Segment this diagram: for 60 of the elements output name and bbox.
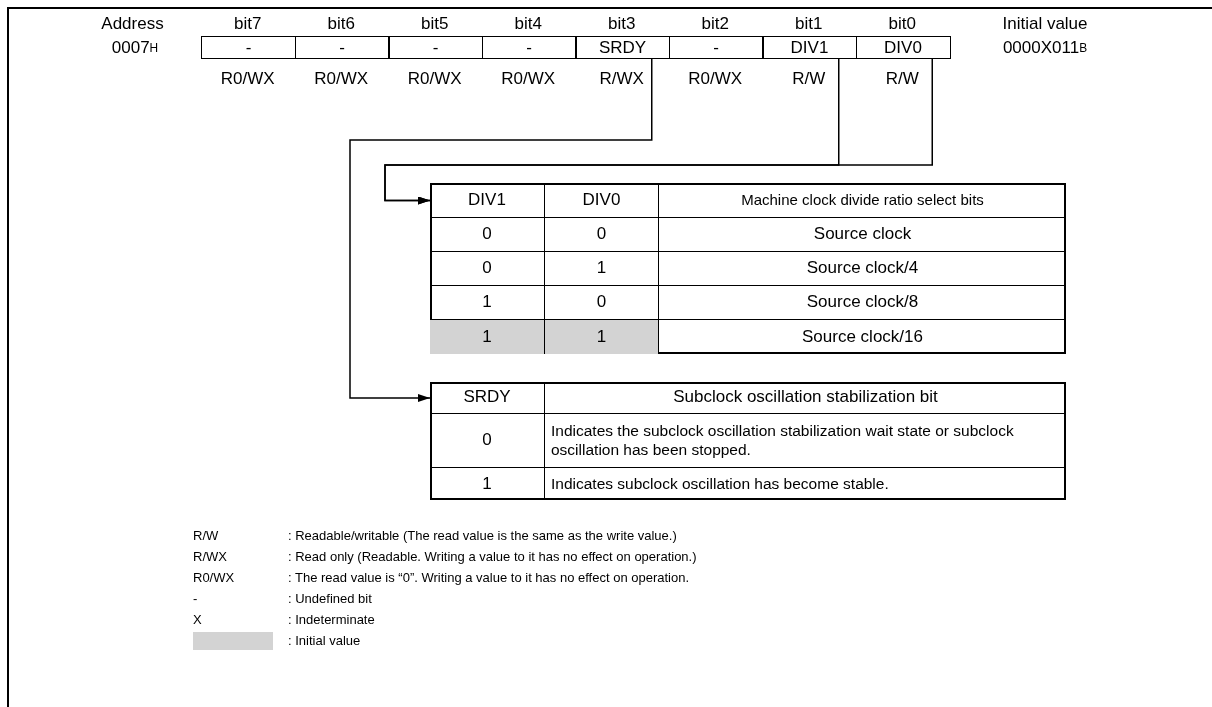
column-header: Initial value xyxy=(1001,14,1089,34)
connector-arrow xyxy=(349,58,653,402)
table xyxy=(430,382,1066,500)
register-bit-cell: DIV0 xyxy=(855,36,951,59)
key-symbol: R0/WX xyxy=(193,569,236,587)
table-cell: 1 xyxy=(430,468,545,500)
key-symbol: X xyxy=(193,611,203,629)
table-cell: Subclock oscillation stabilization bit xyxy=(545,382,1066,414)
column-header: Address xyxy=(100,14,165,34)
access-type: R/WX xyxy=(598,68,645,90)
table-cell: Source clock/8 xyxy=(659,286,1066,320)
register-bit-cell: - xyxy=(481,36,577,59)
register-bit-cell: - xyxy=(388,36,483,59)
register-bit-cell: - xyxy=(294,36,390,59)
table-cell: 0 xyxy=(430,252,545,286)
access-type: R/W xyxy=(791,68,827,90)
table-cell: 1 xyxy=(545,252,659,286)
table-cell: Indicates the subclock oscillation stabilization wait state or subclock oscillation has been stopped. xyxy=(545,414,1066,468)
key-description: : Read only (Readable. Writing a value to it has no effect on operation.) xyxy=(288,548,697,566)
column-header: bit4 xyxy=(513,14,543,34)
column-header: bit5 xyxy=(420,14,450,34)
table-cell: 0 xyxy=(430,414,545,468)
table-cell: SRDY xyxy=(430,382,545,414)
access-type: R0/WX xyxy=(500,68,557,90)
key-description: : Undefined bit xyxy=(288,590,372,608)
column-header: bit7 xyxy=(233,14,263,34)
register-bit-cell: - xyxy=(201,36,296,59)
table-cell: Machine clock divide ratio select bits xyxy=(659,183,1066,218)
table-cell: 0 xyxy=(545,218,659,252)
register-bit-cell: DIV1 xyxy=(762,36,857,59)
column-header: bit6 xyxy=(326,14,356,34)
key-description: : The read value is “0”. Writing a value to it has no effect on operation. xyxy=(288,569,690,587)
table-cell: 1 xyxy=(545,320,659,354)
column-header: bit3 xyxy=(607,14,637,34)
table-cell: DIV1 xyxy=(430,183,545,218)
key-description: : Indeterminate xyxy=(288,611,375,629)
key-symbol: R/WX xyxy=(193,548,228,566)
access-type: R/W xyxy=(884,68,920,90)
table-cell-text: Indicates subclock oscillation has become stable. xyxy=(550,473,890,494)
register-bit-cell: SRDY xyxy=(575,36,670,59)
column-header: bit0 xyxy=(887,14,917,34)
register-bit-cell: - xyxy=(668,36,764,59)
column-header: bit2 xyxy=(700,14,730,34)
connector-arrow xyxy=(384,58,933,205)
table-cell: 1 xyxy=(430,320,545,354)
column-header: bit1 xyxy=(794,14,824,34)
access-type: R0/WX xyxy=(219,68,276,90)
table-cell: Source clock xyxy=(659,218,1066,252)
table-cell: 0 xyxy=(430,218,545,252)
key-description: : Readable/writable (The read value is the same as the write value.) xyxy=(288,527,677,545)
access-type: R0/WX xyxy=(313,68,370,90)
access-type: R0/WX xyxy=(687,68,744,90)
legend-text: : Initial value xyxy=(288,632,361,650)
key-symbol: - xyxy=(193,590,199,608)
table-cell: DIV0 xyxy=(545,183,659,218)
access-type: R0/WX xyxy=(406,68,463,90)
key-symbol: R/W xyxy=(193,527,220,545)
table-cell: Source clock/4 xyxy=(659,252,1066,286)
table-cell-text: Source clock/16 xyxy=(801,325,924,348)
table xyxy=(430,183,1066,354)
